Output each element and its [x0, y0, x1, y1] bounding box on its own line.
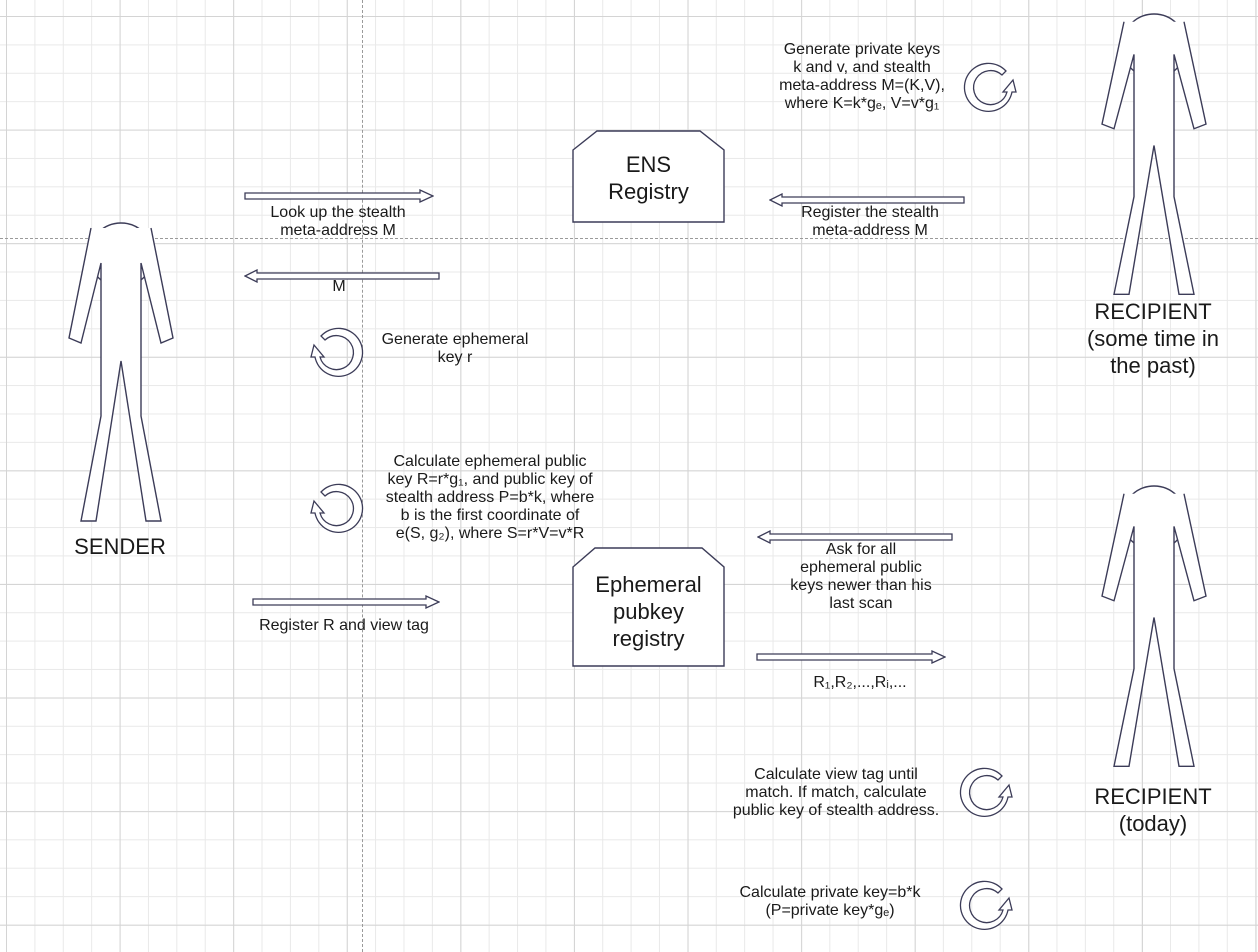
m-return-arrow	[244, 269, 440, 283]
register-meta-arrow	[769, 193, 965, 207]
recipient-today-label: RECIPIENT (today)	[1094, 784, 1212, 836]
calc-pub-text: Calculate ephemeral public key R=r*g₁, a…	[385, 453, 595, 542]
horizontal-separator	[0, 238, 1258, 239]
recipient-today-actor	[1101, 485, 1207, 767]
m-return-text: M	[332, 278, 346, 295]
register-r-arrow	[252, 595, 440, 609]
ens-registry-box	[572, 130, 725, 223]
look-up-arrow	[244, 189, 434, 203]
ephemeral-registry-box	[572, 547, 725, 667]
calc-view-tag-cycle-icon	[959, 767, 1013, 817]
ask-keys-text: Ask for all ephemeral public keys newer …	[790, 541, 932, 612]
r-list-arrow	[756, 650, 946, 664]
calc-pub-cycle-icon	[310, 483, 364, 533]
calc-priv-text: Calculate private key=b*k (P=private key…	[739, 884, 921, 919]
recipient-past-label: RECIPIENT (some time in the past)	[1086, 299, 1220, 378]
generate-keys-text: Generate private keys k and v, and steal…	[779, 41, 945, 112]
gen-ephemeral-text: Generate ephemeral key r	[381, 331, 529, 366]
ens-registry-label: ENS Registry	[608, 152, 689, 204]
sender-actor	[68, 222, 174, 522]
register-meta-text: Register the stealth meta-address M	[801, 204, 939, 239]
sender-label: SENDER	[74, 534, 166, 559]
r-list-text: R₁,R₂,...,Rᵢ,...	[813, 674, 907, 691]
generate-keys-cycle-icon	[963, 62, 1017, 112]
ask-keys-arrow	[757, 530, 953, 544]
gen-ephemeral-cycle-icon	[310, 327, 364, 377]
ephemeral-registry-label: Ephemeral pubkey registry	[595, 572, 702, 651]
calc-view-tag-text: Calculate view tag until match. If match…	[732, 766, 940, 819]
register-r-text: Register R and view tag	[259, 617, 429, 634]
look-up-text: Look up the stealth meta-address M	[270, 204, 406, 239]
calc-priv-cycle-icon	[959, 880, 1013, 930]
vertical-separator	[362, 0, 363, 952]
recipient-past-actor	[1101, 13, 1207, 295]
